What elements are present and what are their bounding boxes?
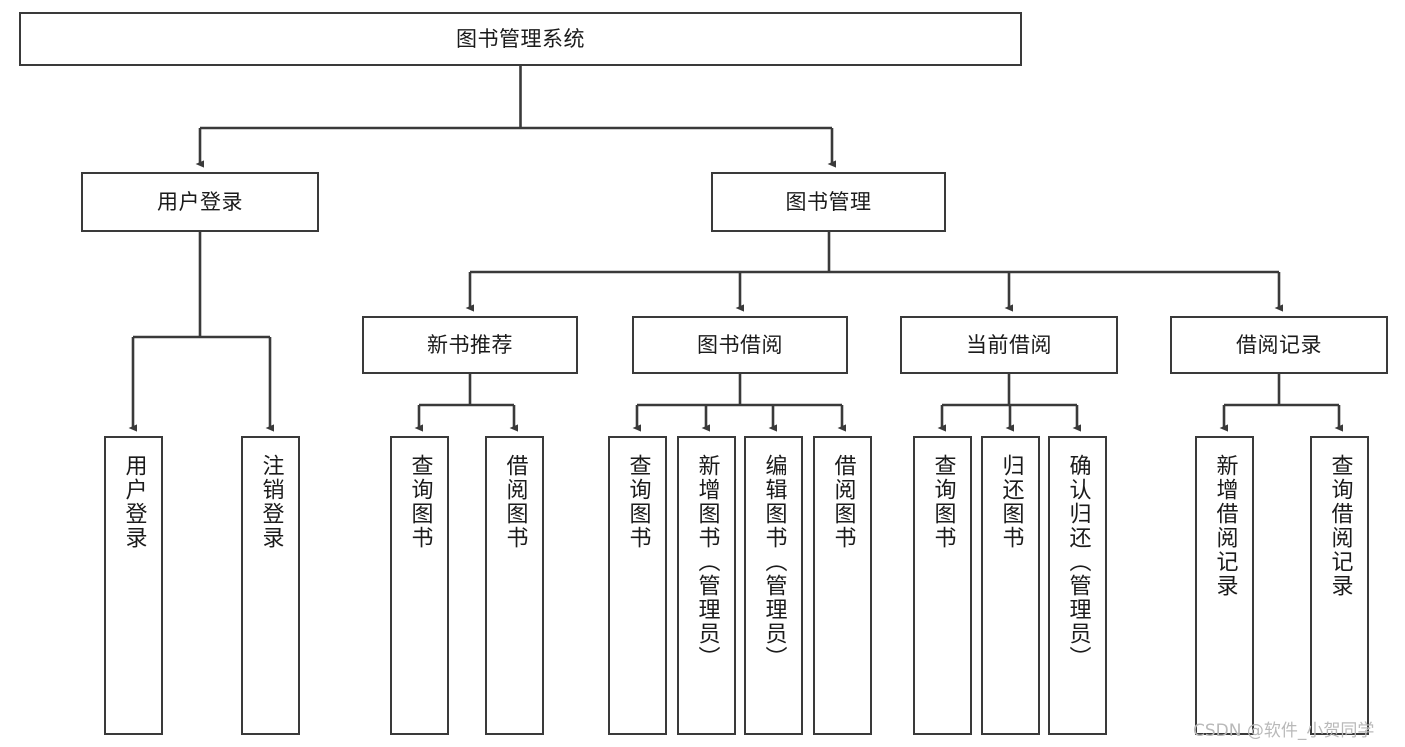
node-book-borrow[interactable]: 图书借阅 [632, 316, 848, 374]
leaf-user-login-label: 用户登录 [121, 454, 147, 550]
node-current-borrow[interactable]: 当前借阅 [900, 316, 1118, 374]
leaf-logout[interactable]: 注销登录 [241, 436, 300, 735]
leaf-user-login[interactable]: 用户登录 [104, 436, 163, 735]
leaf-query-book-recommend[interactable]: 查询图书 [390, 436, 449, 735]
node-root[interactable]: 图书管理系统 [19, 12, 1022, 66]
node-new-book-recommend-label: 新书推荐 [427, 332, 513, 357]
leaf-edit-book-admin-label: 编辑图书（管理员） [761, 454, 787, 670]
leaf-return-book-label: 归还图书 [998, 454, 1024, 550]
node-book-management[interactable]: 图书管理 [711, 172, 946, 232]
leaf-logout-label: 注销登录 [258, 454, 284, 550]
leaf-query-borrow-record-label: 查询借阅记录 [1327, 454, 1353, 598]
leaf-query-book-current-label: 查询图书 [930, 454, 956, 550]
node-borrow-records-label: 借阅记录 [1236, 332, 1322, 357]
leaf-add-borrow-record-label: 新增借阅记录 [1212, 454, 1238, 598]
node-user-login[interactable]: 用户登录 [81, 172, 319, 232]
node-user-login-label: 用户登录 [157, 189, 243, 214]
leaf-return-book[interactable]: 归还图书 [981, 436, 1040, 735]
leaf-confirm-return-admin-label: 确认归还（管理员） [1065, 454, 1091, 670]
leaf-add-borrow-record[interactable]: 新增借阅记录 [1195, 436, 1254, 735]
leaf-borrow-book-recommend[interactable]: 借阅图书 [485, 436, 544, 735]
node-book-management-label: 图书管理 [785, 189, 872, 214]
watermark-text: CSDN @软件_小贺同学 [1193, 721, 1375, 741]
node-borrow-records[interactable]: 借阅记录 [1170, 316, 1388, 374]
leaf-borrow-book[interactable]: 借阅图书 [813, 436, 872, 735]
leaf-add-book-admin[interactable]: 新增图书（管理员） [677, 436, 736, 735]
leaf-query-book-current[interactable]: 查询图书 [913, 436, 972, 735]
leaf-query-book-borrow[interactable]: 查询图书 [608, 436, 667, 735]
leaf-add-book-admin-label: 新增图书（管理员） [694, 454, 720, 670]
leaf-query-borrow-record[interactable]: 查询借阅记录 [1310, 436, 1369, 735]
leaf-borrow-book-label: 借阅图书 [830, 454, 856, 550]
leaf-query-book-recommend-label: 查询图书 [407, 454, 433, 550]
leaf-borrow-book-recommend-label: 借阅图书 [502, 454, 528, 550]
node-current-borrow-label: 当前借阅 [966, 332, 1052, 357]
node-new-book-recommend[interactable]: 新书推荐 [362, 316, 578, 374]
node-root-label: 图书管理系统 [456, 26, 585, 51]
leaf-edit-book-admin[interactable]: 编辑图书（管理员） [744, 436, 803, 735]
leaf-query-book-borrow-label: 查询图书 [625, 454, 651, 550]
leaf-confirm-return-admin[interactable]: 确认归还（管理员） [1048, 436, 1107, 735]
node-book-borrow-label: 图书借阅 [697, 332, 783, 357]
